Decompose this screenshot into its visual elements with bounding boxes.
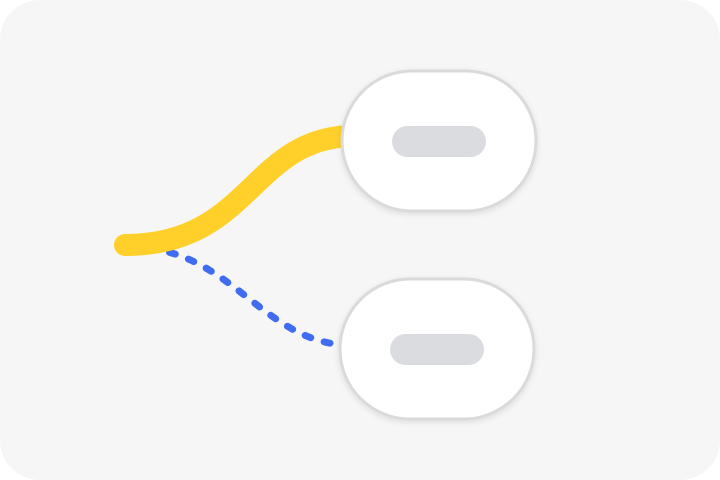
dotted-connector <box>126 243 349 349</box>
solid-connector <box>114 125 361 256</box>
node-top-label-placeholder <box>392 126 486 157</box>
node-bottom-label-placeholder <box>390 334 484 365</box>
node-top[interactable] <box>340 69 538 213</box>
node-bottom[interactable] <box>338 277 536 421</box>
